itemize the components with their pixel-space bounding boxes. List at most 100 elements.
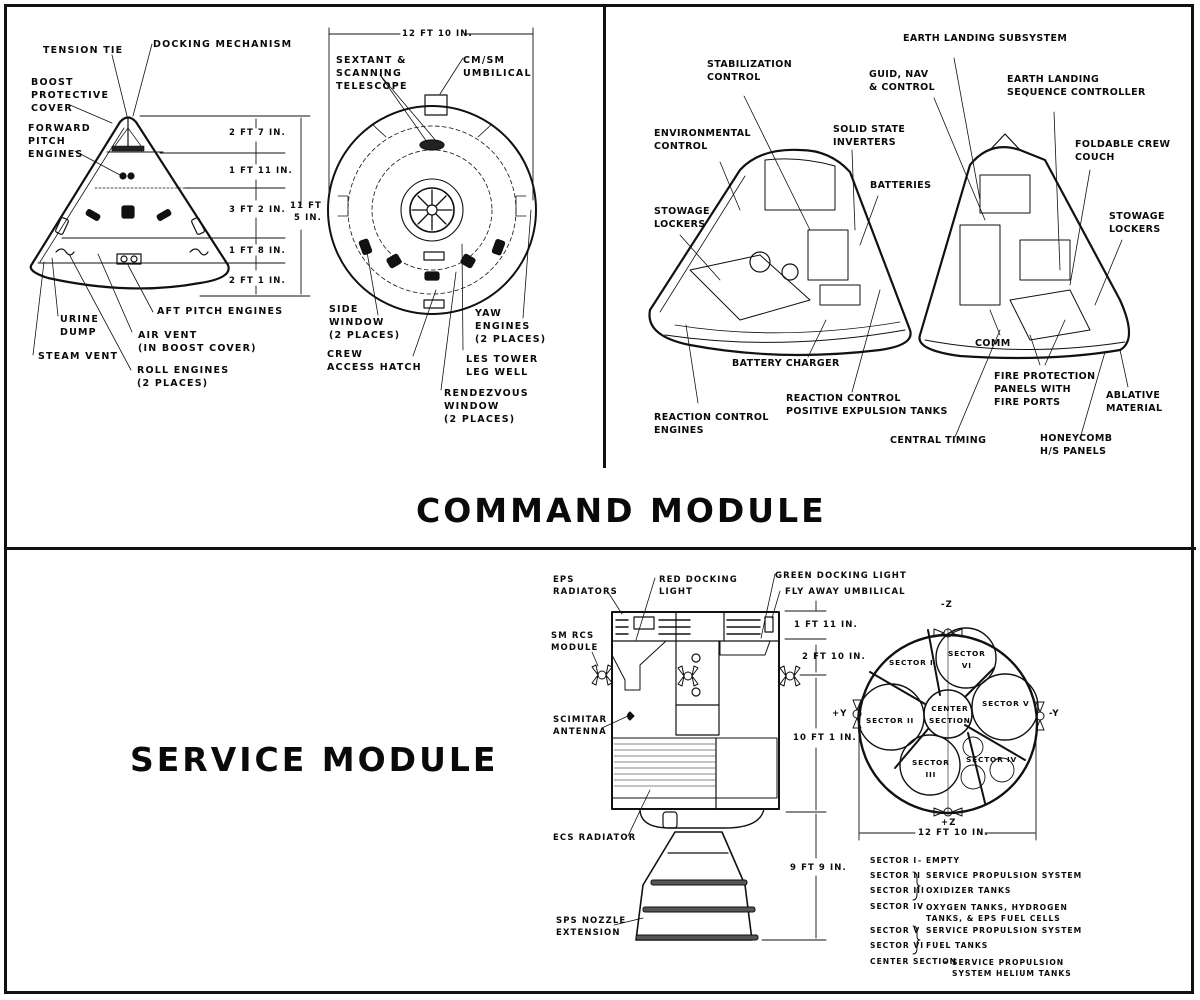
label-sector-vi: SECTOR VI (948, 649, 986, 670)
label-green-docking-light: GREEN DOCKING LIGHT (775, 571, 907, 581)
label-roll-engines: ROLL ENGINES (2 PLACES) (137, 365, 230, 389)
label-center-section: CENTER SECTION (929, 704, 971, 725)
label-cm-sm-umbilical: CM/SM UMBILICAL (463, 55, 532, 79)
cm-top-view-drawing (327, 27, 537, 391)
label-comm: COMM (975, 338, 1011, 349)
label-eps-radiators: EPS RADIATORS (553, 575, 618, 597)
label-sector-ii: SECTOR II (866, 716, 915, 725)
label-sector-v: SECTOR V (982, 699, 1030, 708)
dimension-sm-1: 1 FT 11 IN. (794, 620, 858, 630)
label-sps-nozzle-extension: SPS NOZZLE EXTENSION (556, 916, 627, 938)
dimension-cm-diameter: 12 FT 10 IN. (402, 29, 473, 39)
service-module-title: SERVICE MODULE (130, 740, 499, 779)
sm-rcs-quad-left (591, 664, 613, 686)
legend-value: FUEL TANKS (926, 941, 989, 950)
dimension-cm-4: 1 FT 8 IN. (229, 246, 286, 256)
legend-value: EMPTY (926, 856, 960, 865)
legend-key: SECTOR I (870, 856, 918, 865)
dimension-cm-3: 3 FT 2 IN. (229, 205, 286, 215)
label-foldable-crew-couch: FOLDABLE CREW COUCH (1075, 139, 1171, 163)
cm-cone-inner-line (39, 127, 125, 263)
cm-cutaway-drawing (648, 57, 1131, 438)
legend-value: OXIDIZER TANKS (926, 886, 1012, 895)
dimension-cm-2: 1 FT 11 IN. (229, 166, 293, 176)
section-divider-vertical (603, 4, 606, 468)
sps-engine-bell (639, 808, 765, 829)
sm-legend-braces (912, 871, 921, 955)
label-earth-landing-subsystem: EARTH LANDING SUBSYSTEM (903, 33, 1068, 44)
label-fire-protection-panels: FIRE PROTECTION PANELS WITH FIRE PORTS (994, 371, 1096, 408)
sm-body-outline (611, 611, 780, 810)
label-yaw-engines: YAW ENGINES (2 PLACES) (475, 308, 547, 345)
legend-sep: - (918, 902, 923, 911)
label-sextant-telescope: SEXTANT & SCANNING TELESCOPE (336, 55, 408, 92)
label-sector-iii: SECTOR III (912, 758, 950, 779)
legend-value: SERVICE PROPULSION SYSTEM (926, 871, 1083, 880)
label-central-timing: CENTRAL TIMING (890, 435, 987, 446)
label-stowage-lockers-right: STOWAGE LOCKERS (1109, 211, 1165, 235)
label-battery-charger: BATTERY CHARGER (732, 358, 840, 369)
label-earth-landing-sequence-controller: EARTH LANDING SEQUENCE CONTROLLER (1007, 74, 1146, 98)
legend-value: SERVICE PROPULSION SYSTEM HELIUM TANKS (952, 958, 1072, 978)
label-steam-vent: STEAM VENT (38, 351, 119, 362)
label-urine-dump: URINE DUMP (60, 314, 100, 338)
legend-key: CENTER SECTION (870, 957, 958, 966)
legend-value: OXYGEN TANKS, HYDROGEN TANKS, & EPS FUEL… (926, 903, 1068, 923)
legend-value: SERVICE PROPULSION SYSTEM (926, 926, 1083, 935)
label-aft-pitch-engines: AFT PITCH ENGINES (157, 306, 284, 317)
dimension-cm-total-height: 11 FT 5 IN. (290, 201, 322, 223)
diagram-frame (4, 4, 1194, 994)
label-honeycomb-panels: HONEYCOMB H/S PANELS (1040, 433, 1113, 457)
dimension-sm-2: 2 FT 10 IN. (802, 652, 866, 662)
axis-plus-z: +Z (941, 818, 957, 828)
label-air-vent: AIR VENT (IN BOOST COVER) (138, 330, 257, 354)
cutaway-right-shell (918, 146, 1131, 360)
label-forward-pitch-engines: FORWARD PITCH ENGINES (28, 123, 91, 160)
label-sector-i: SECTOR I (889, 658, 934, 667)
label-red-docking-light: RED DOCKING LIGHT (659, 575, 738, 597)
label-ablative-material: ABLATIVE MATERIAL (1106, 390, 1163, 414)
label-fly-away-umbilical: FLY AWAY UMBILICAL (785, 587, 906, 597)
label-docking-mechanism: DOCKING MECHANISM (153, 39, 293, 50)
cm-side-view-drawing (29, 43, 311, 371)
legend-sep: - (918, 856, 923, 865)
label-tension-tie: TENSION TIE (43, 45, 124, 56)
label-side-window: SIDE WINDOW (2 PLACES) (329, 304, 401, 341)
label-stabilization-control: STABILIZATION CONTROL (707, 59, 793, 83)
cm-cone-outline (29, 116, 230, 290)
sm-side-view-drawing (591, 573, 827, 941)
sm-rcs-quad-center (677, 665, 699, 687)
dimension-cm-5: 2 FT 1 IN. (229, 276, 286, 286)
dimension-cm-1: 2 FT 7 IN. (229, 128, 286, 138)
label-stowage-lockers-left: STOWAGE LOCKERS (654, 206, 710, 230)
label-boost-protective-cover: BOOST PROTECTIVE COVER (31, 77, 110, 114)
label-reaction-control-tanks: REACTION CONTROL POSITIVE EXPULSION TANK… (786, 393, 948, 417)
label-rendezvous-window: RENDEZVOUS WINDOW (2 PLACES) (444, 388, 529, 425)
legend-key: SECTOR VI (870, 941, 925, 950)
label-sm-rcs-module: SM RCS MODULE (551, 631, 599, 653)
label-reaction-control-engines: REACTION CONTROL ENGINES (654, 412, 769, 436)
label-les-tower-leg-well: LES TOWER LEG WELL (466, 354, 539, 378)
sps-nozzle (635, 831, 753, 941)
label-scimitar-antenna: SCIMITAR ANTENNA (553, 715, 608, 737)
cutaway-left-shell (648, 148, 912, 357)
label-environmental-control: ENVIRONMENTAL CONTROL (654, 128, 751, 152)
sm-rcs-quad-right (779, 665, 801, 687)
legend-key: SECTOR III (870, 886, 925, 895)
axis-minus-z: -Z (941, 600, 953, 610)
sm-section-view-drawing (852, 627, 1045, 841)
dimension-sm-4: 9 FT 9 IN. (790, 863, 847, 873)
command-module-title: COMMAND MODULE (416, 491, 827, 530)
dimension-sm-3: 10 FT 1 IN. (793, 733, 857, 743)
legend-sep: - (944, 957, 949, 966)
label-batteries: BATTERIES (870, 180, 932, 191)
label-sector-iv: SECTOR IV (966, 755, 1018, 764)
axis-minus-y: -Y (1049, 709, 1060, 719)
legend-key: SECTOR IV (870, 902, 925, 911)
cm-heatshield-outline (327, 105, 537, 315)
sector-vi-tank (935, 627, 997, 689)
label-solid-state-inverters: SOLID STATE INVERTERS (833, 124, 906, 148)
sector-iii-tank (899, 734, 961, 796)
label-guid-nav-control: GUID, NAV & CONTROL (869, 69, 936, 93)
label-crew-access-hatch: CREW ACCESS HATCH (327, 349, 422, 373)
